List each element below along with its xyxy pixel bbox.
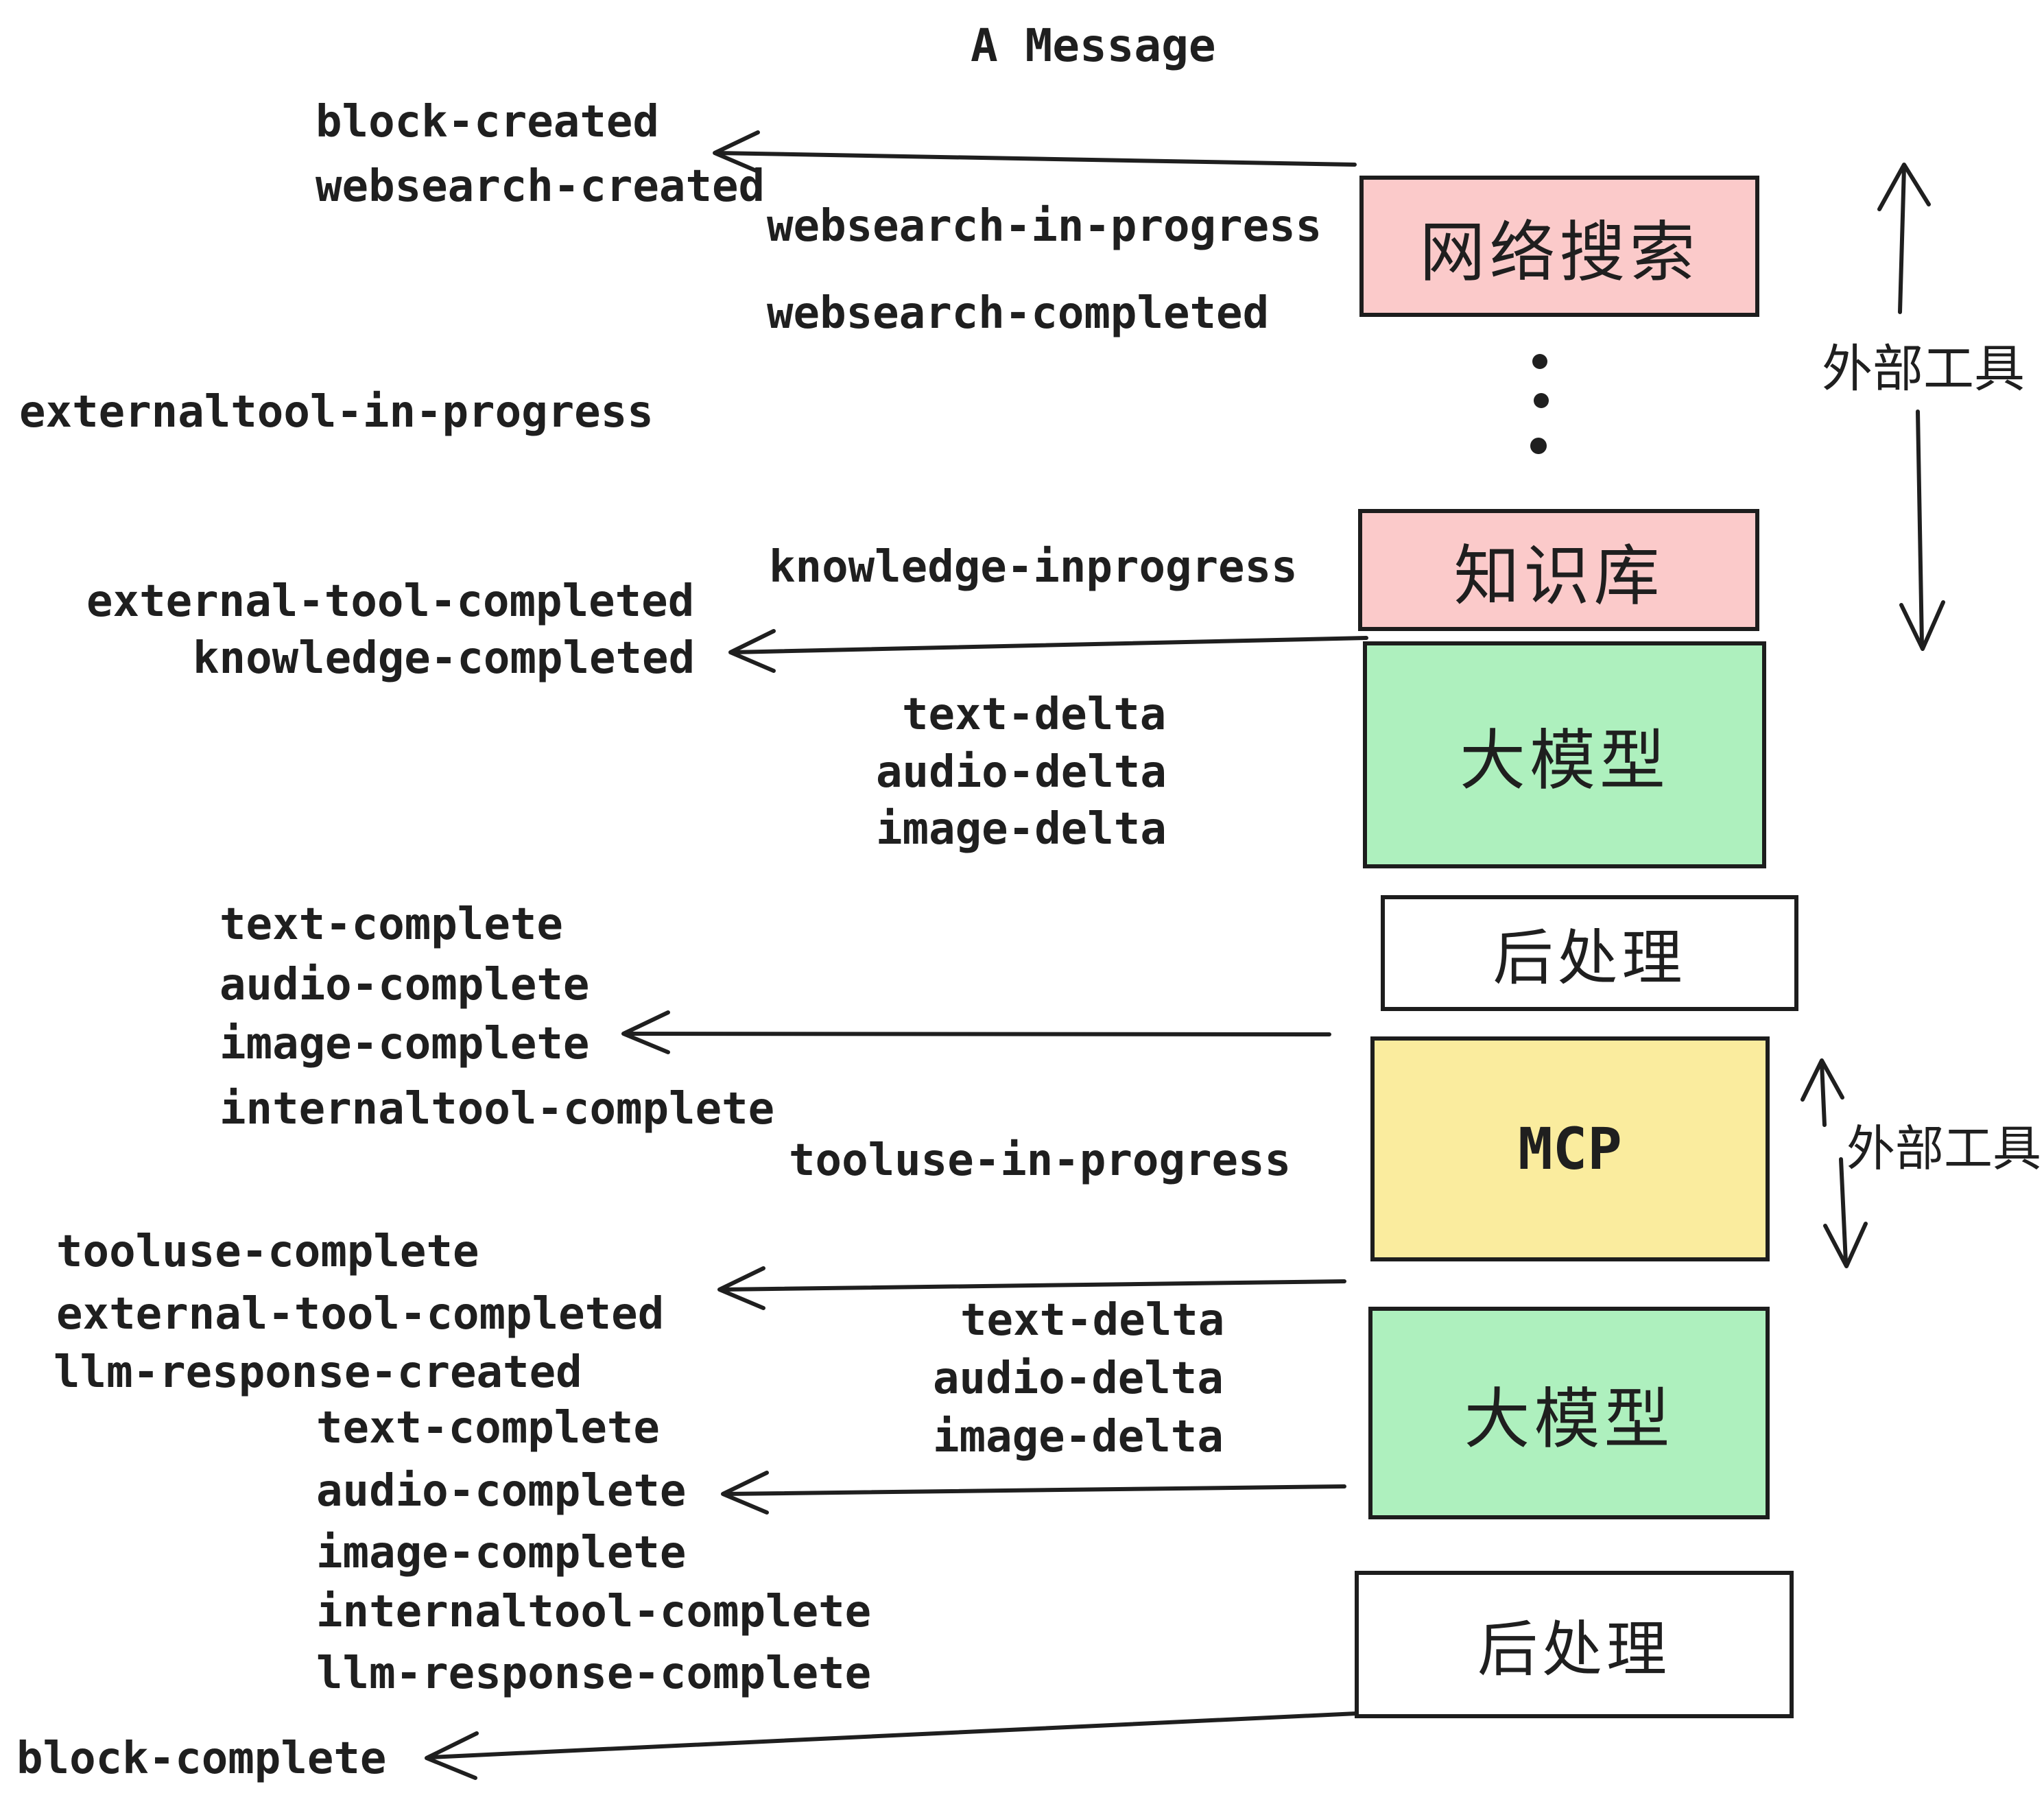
- event-label: external-tool-completed: [86, 576, 695, 627]
- event-label: tooluse-in-progress: [789, 1135, 1292, 1186]
- event-label: image-delta: [876, 804, 1167, 855]
- external-tools-span-arrow-up-2: [1801, 1058, 1844, 1127]
- event-label: image-complete: [316, 1528, 687, 1578]
- box-postprocess-2: 后处理: [1355, 1571, 1794, 1718]
- event-label: tooluse-complete: [56, 1226, 479, 1277]
- arrow-tooluse-complete: [717, 1266, 1346, 1310]
- event-label: websearch-completed: [767, 288, 1270, 339]
- event-label: externaltool-in-progress: [19, 387, 654, 438]
- event-label: llm-response-complete: [316, 1648, 872, 1699]
- event-label: audio-delta: [876, 747, 1167, 798]
- ellipsis-dots: [1530, 354, 1549, 454]
- arrow-block-complete: [425, 1711, 1359, 1780]
- box-llm-2: 大模型: [1368, 1307, 1770, 1519]
- event-label: llm-response-created: [54, 1347, 582, 1398]
- event-label: audio-delta: [933, 1353, 1224, 1404]
- diagram-title: A Message: [971, 19, 1216, 72]
- external-tools-span-arrow-up-1: [1877, 163, 1931, 314]
- arrow-knowledge-completed: [728, 629, 1368, 673]
- event-label: websearch-created: [316, 161, 765, 212]
- arrow-audio-complete: [721, 1471, 1346, 1515]
- event-label: external-tool-completed: [56, 1289, 665, 1340]
- box-mcp: MCP: [1370, 1036, 1770, 1261]
- event-label: knowledge-inprogress: [769, 542, 1298, 593]
- event-label: image-delta: [933, 1412, 1224, 1462]
- event-label: audio-complete: [316, 1466, 687, 1517]
- event-label: text-complete: [316, 1403, 660, 1453]
- arrow-image-complete: [621, 1010, 1331, 1054]
- box-postprocess-1: 后处理: [1381, 895, 1798, 1011]
- event-label: text-delta: [960, 1295, 1225, 1346]
- event-label: block-complete: [16, 1733, 387, 1784]
- box-knowledge-base: 知识库: [1358, 509, 1759, 631]
- external-tools-label-1: 外部工具: [1822, 340, 2025, 399]
- event-label: image-complete: [219, 1019, 590, 1069]
- arrow-websearch-created: [713, 130, 1357, 174]
- event-label: text-delta: [902, 689, 1167, 740]
- event-label: knowledge-completed: [193, 633, 696, 684]
- box-llm-1: 大模型: [1363, 641, 1766, 868]
- external-tools-label-2: 外部工具: [1846, 1120, 2042, 1177]
- event-label: internaltool-complete: [316, 1587, 872, 1637]
- event-label: audio-complete: [219, 960, 590, 1010]
- event-label: websearch-in-progress: [767, 201, 1322, 252]
- external-tools-span-arrow-down-2: [1823, 1157, 1868, 1268]
- event-label: internaltool-complete: [219, 1084, 775, 1135]
- external-tools-span-arrow-down-1: [1899, 410, 1945, 651]
- event-label: text-complete: [219, 899, 563, 950]
- event-label: block-created: [316, 97, 659, 147]
- box-websearch: 网络搜索: [1359, 176, 1759, 317]
